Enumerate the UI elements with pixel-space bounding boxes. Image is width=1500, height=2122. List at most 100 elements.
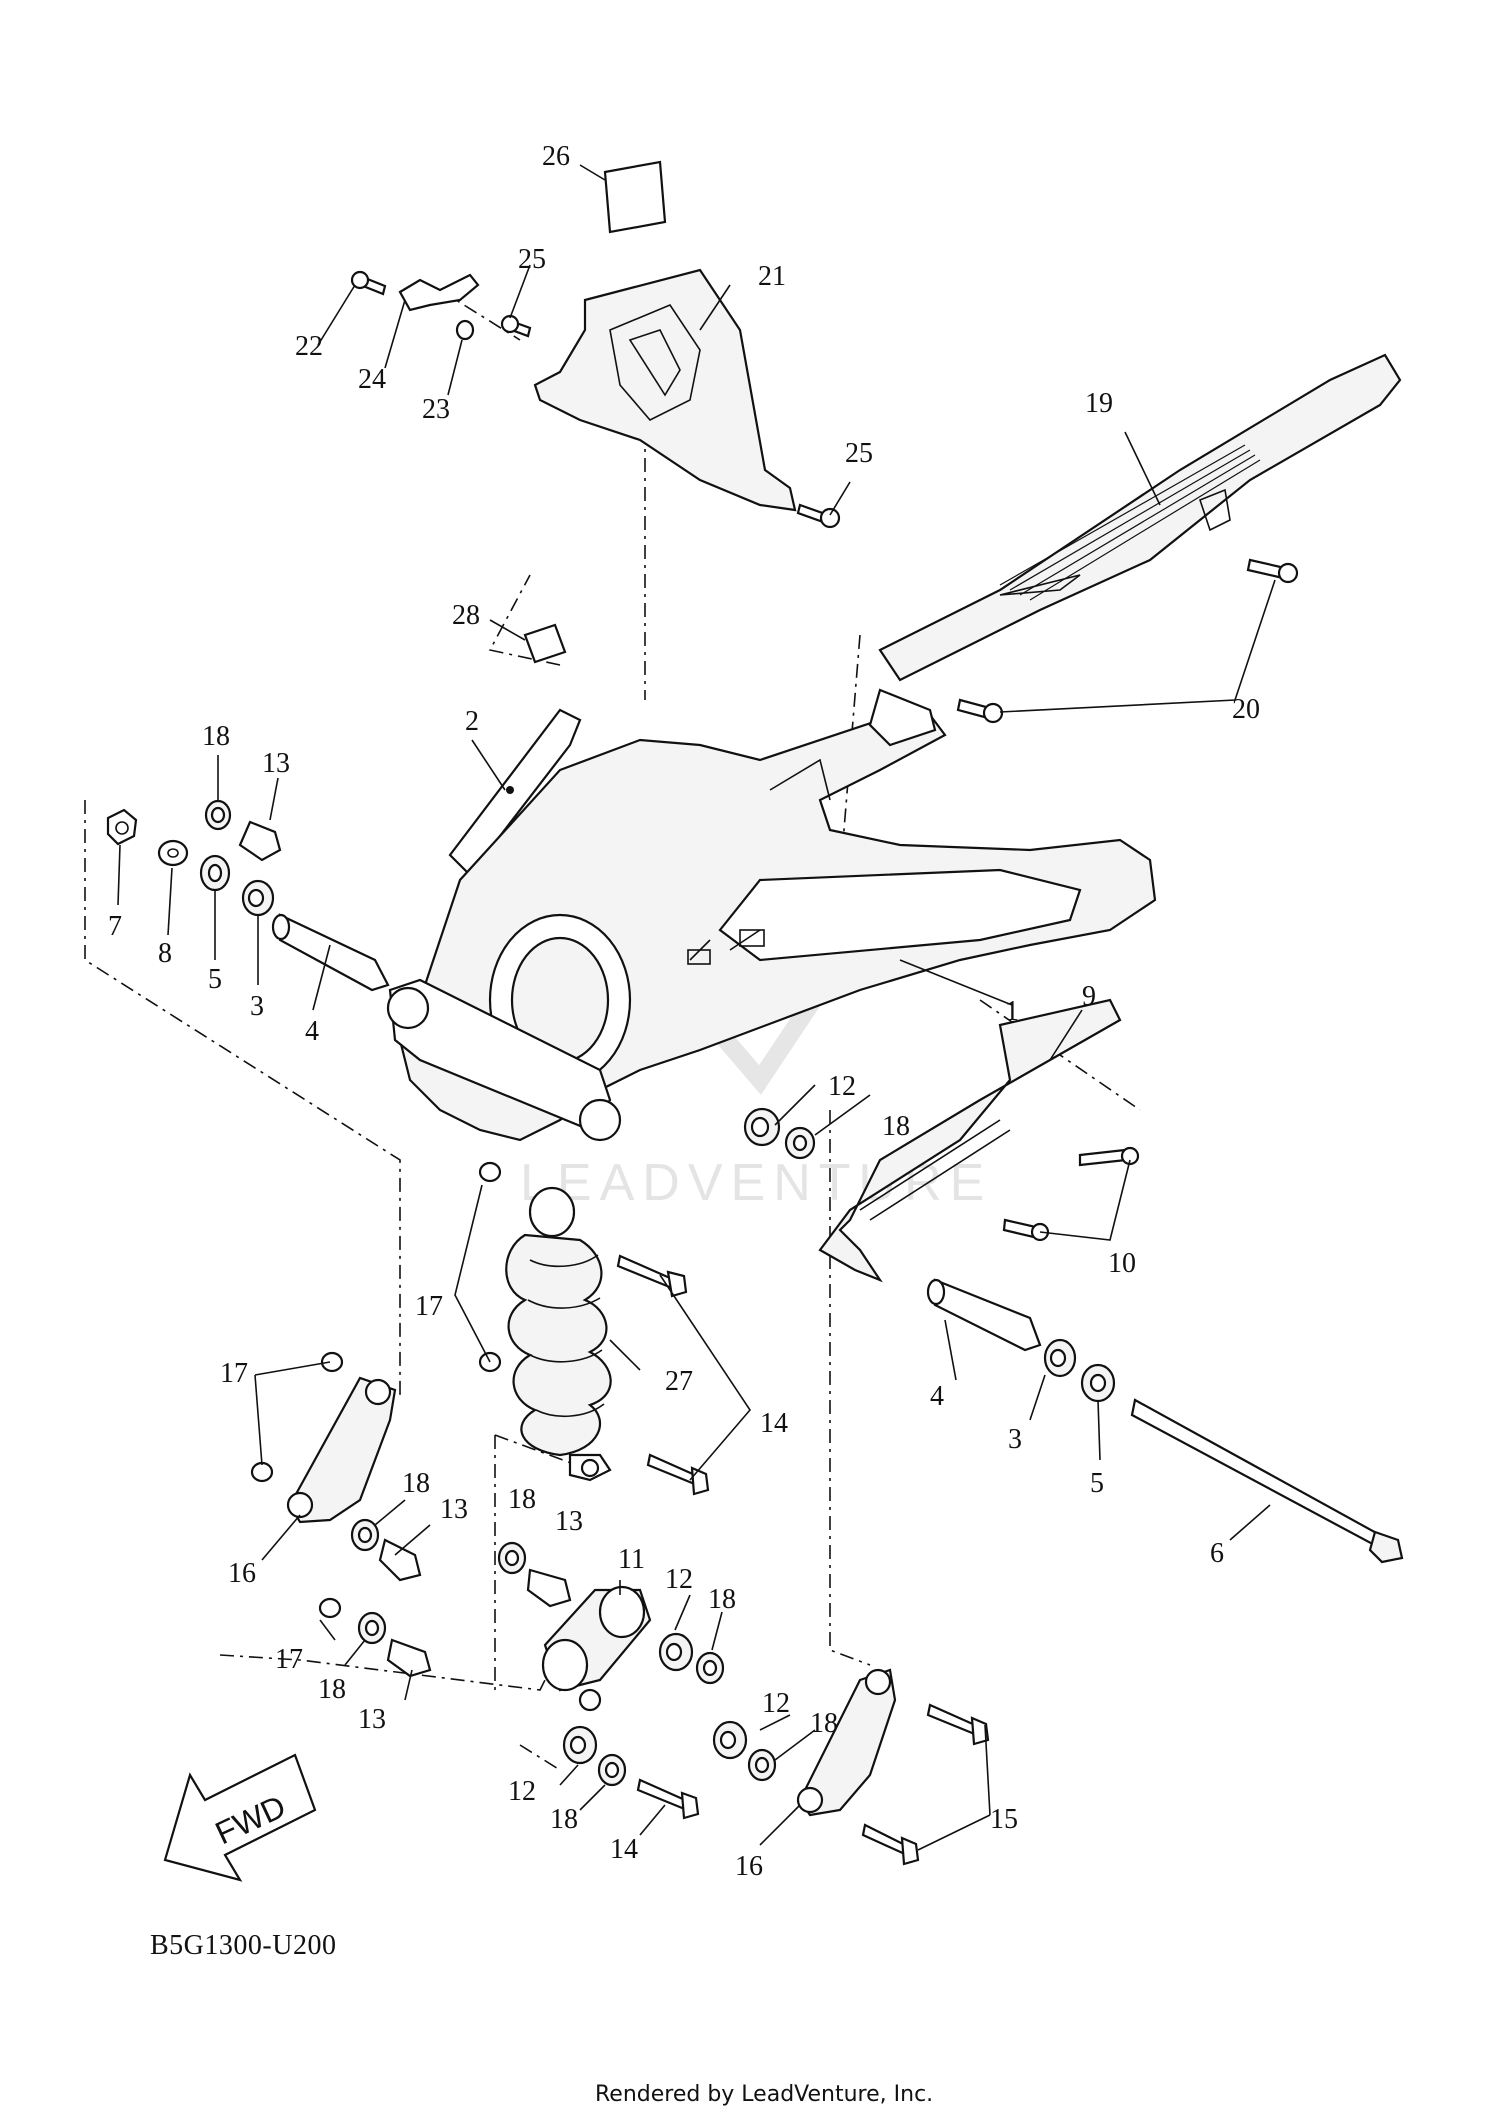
part-17-nut-4[interactable]: [250, 1461, 274, 1483]
callout-13-d[interactable]: 13: [358, 1704, 386, 1735]
callout-17-a[interactable]: 17: [415, 1291, 443, 1322]
callout-12-a[interactable]: 12: [828, 1071, 856, 1102]
part-22-bolt[interactable]: [350, 270, 387, 296]
part-7-nut[interactable]: [106, 808, 138, 846]
part-3-bearing-lower[interactable]: [1043, 1338, 1077, 1378]
callout-1[interactable]: 1: [1005, 996, 1019, 1027]
callout-16-b[interactable]: 16: [735, 1851, 763, 1882]
callout-28[interactable]: 28: [452, 600, 480, 631]
callout-25-a[interactable]: 25: [518, 244, 546, 275]
part-17-nut-1[interactable]: [478, 1161, 502, 1183]
part-24-clip[interactable]: [398, 273, 480, 312]
part-21-chain-guard-upper[interactable]: [533, 268, 797, 512]
part-17-nut-5[interactable]: [318, 1597, 342, 1619]
part-12-bushing-mid[interactable]: [658, 1632, 694, 1672]
part-15-bolt-upper[interactable]: [926, 1703, 990, 1746]
callout-21[interactable]: 21: [758, 261, 786, 292]
callout-23[interactable]: 23: [422, 394, 450, 425]
callout-17-b[interactable]: 17: [220, 1358, 248, 1389]
callout-18-b[interactable]: 18: [882, 1111, 910, 1142]
part-15-bolt-lower[interactable]: [861, 1823, 920, 1866]
callout-22[interactable]: 22: [295, 331, 323, 362]
callout-26[interactable]: 26: [542, 141, 570, 172]
part-5-seal-lower[interactable]: [1080, 1363, 1116, 1403]
callout-3-b[interactable]: 3: [1008, 1424, 1022, 1455]
part-12-bushing-low[interactable]: [712, 1720, 748, 1760]
callout-18-c[interactable]: 18: [402, 1468, 430, 1499]
callout-10[interactable]: 10: [1108, 1248, 1136, 1279]
callout-14-a[interactable]: 14: [760, 1408, 788, 1439]
part-23-washer[interactable]: [455, 319, 475, 341]
callout-7[interactable]: 7: [108, 911, 122, 942]
part-8-washer[interactable]: [157, 839, 189, 867]
callout-18-e[interactable]: 18: [708, 1584, 736, 1615]
callout-8[interactable]: 8: [158, 938, 172, 969]
part-12-bushing-lowest[interactable]: [562, 1725, 598, 1765]
part-13-collar-left[interactable]: [378, 1538, 422, 1582]
part-14-bolt-upper[interactable]: [616, 1254, 688, 1298]
callout-12-c[interactable]: 12: [762, 1688, 790, 1719]
part-17-nut-3[interactable]: [320, 1351, 344, 1373]
part-26-plate[interactable]: [603, 160, 667, 234]
part-10-bolt-upper[interactable]: [1078, 1146, 1140, 1167]
callout-17-c[interactable]: 17: [275, 1644, 303, 1675]
part-16-relay-arm-left[interactable]: [286, 1376, 397, 1524]
part-13-collar-center[interactable]: [526, 1568, 572, 1608]
part-16-relay-arm-right[interactable]: [796, 1668, 897, 1817]
callout-16-a[interactable]: 16: [228, 1558, 256, 1589]
part-20-bolt-lower[interactable]: [956, 698, 1004, 724]
callout-14-b[interactable]: 14: [610, 1834, 638, 1865]
part-6-pivot-shaft[interactable]: [1130, 1398, 1404, 1564]
part-12-bushing-upper[interactable]: [743, 1107, 781, 1147]
callout-18-d[interactable]: 18: [508, 1484, 536, 1515]
part-13-collar-upper[interactable]: [238, 820, 282, 862]
callout-11[interactable]: 11: [618, 1544, 645, 1575]
callout-3-a[interactable]: 3: [250, 991, 264, 1022]
part-5-seal-upper[interactable]: [199, 854, 231, 892]
part-14-bolt-lower[interactable]: [636, 1778, 700, 1820]
part-19-chain-case[interactable]: [878, 353, 1402, 682]
part-18-seal-left-low[interactable]: [357, 1611, 387, 1645]
part-11-relay-link[interactable]: [541, 1585, 652, 1712]
callout-20[interactable]: 20: [1232, 694, 1260, 725]
callout-18-h[interactable]: 18: [550, 1804, 578, 1835]
callout-4-a[interactable]: 4: [305, 1016, 319, 1047]
callout-4-b[interactable]: 4: [930, 1381, 944, 1412]
part-20-bolt-upper[interactable]: [1246, 558, 1299, 584]
callout-9[interactable]: 9: [1082, 981, 1096, 1012]
part-18-seal-center[interactable]: [497, 1541, 527, 1575]
part-18-seal-lowest[interactable]: [597, 1753, 627, 1787]
part-1-swingarm[interactable]: [386, 688, 1157, 1142]
part-25-bolt-upper[interactable]: [500, 314, 532, 338]
callout-25-b[interactable]: 25: [845, 438, 873, 469]
callout-13-b[interactable]: 13: [440, 1494, 468, 1525]
callout-12-b[interactable]: 12: [665, 1564, 693, 1595]
callout-19[interactable]: 19: [1085, 388, 1113, 419]
callout-15[interactable]: 15: [990, 1804, 1018, 1835]
callout-5-b[interactable]: 5: [1090, 1468, 1104, 1499]
part-25-bolt-lower[interactable]: [796, 503, 841, 529]
part-4-collar-upper[interactable]: [271, 913, 390, 992]
callout-13-a[interactable]: 13: [262, 748, 290, 779]
part-10-bolt-lower[interactable]: [1002, 1218, 1050, 1242]
part-18-seal-mid[interactable]: [784, 1126, 816, 1160]
callout-5-a[interactable]: 5: [208, 964, 222, 995]
part-18-seal-upper[interactable]: [204, 799, 232, 831]
part-3-bearing-upper[interactable]: [241, 879, 275, 917]
part-18-seal-left[interactable]: [350, 1518, 380, 1552]
callout-18-g[interactable]: 18: [810, 1708, 838, 1739]
part-18-seal-low[interactable]: [747, 1748, 777, 1782]
part-14-bolt-mid[interactable]: [646, 1453, 710, 1496]
callout-27[interactable]: 27: [665, 1366, 693, 1397]
callout-2[interactable]: 2: [465, 706, 479, 737]
callout-12-d[interactable]: 12: [508, 1776, 536, 1807]
callout-6[interactable]: 6: [1210, 1538, 1224, 1569]
callout-18-a[interactable]: 18: [202, 721, 230, 752]
part-27-shock-absorber[interactable]: [505, 1186, 612, 1482]
part-13-collar-left-low[interactable]: [386, 1638, 432, 1678]
part-9-chain-slider[interactable]: [818, 998, 1122, 1283]
callout-18-f[interactable]: 18: [318, 1674, 346, 1705]
part-4-collar-lower[interactable]: [926, 1278, 1042, 1352]
part-18-seal-mid-right[interactable]: [695, 1651, 725, 1685]
callout-24[interactable]: 24: [358, 364, 386, 395]
